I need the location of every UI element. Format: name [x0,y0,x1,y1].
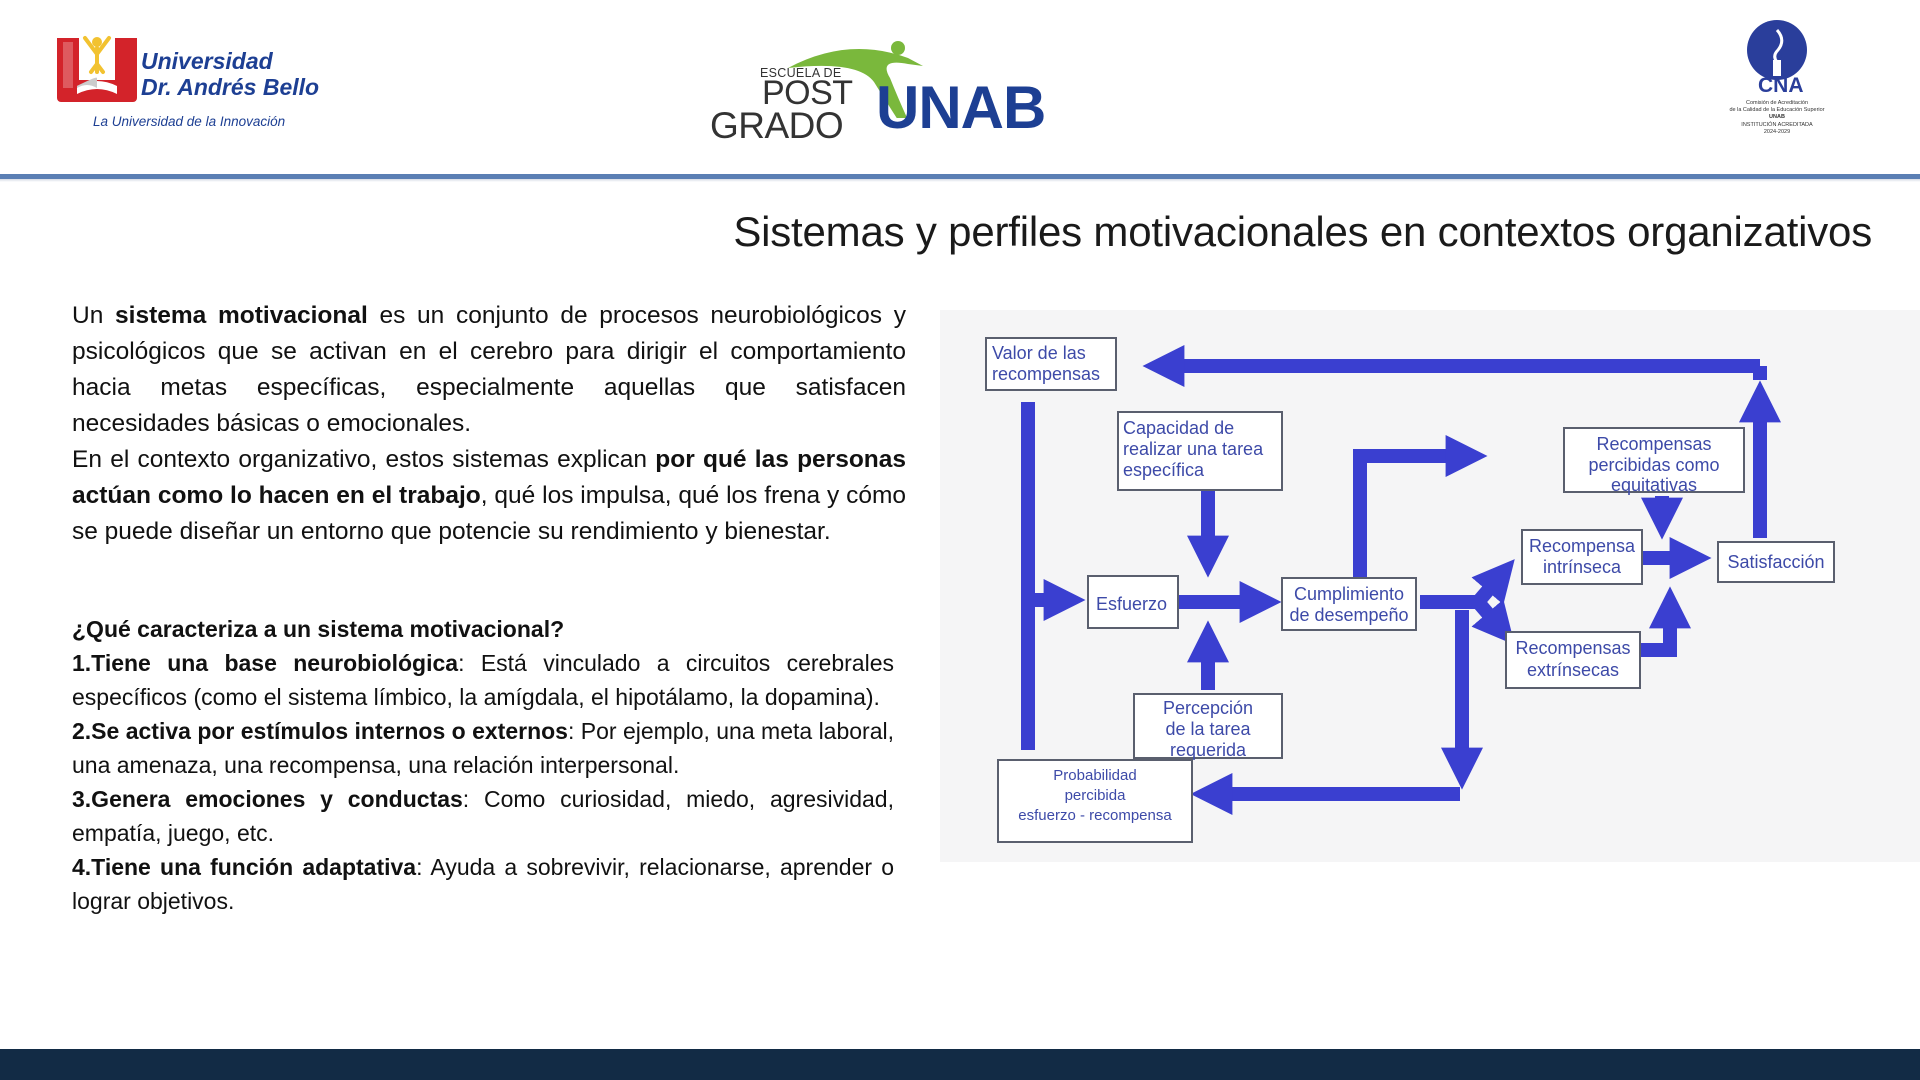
cna-acronym: CNA [1758,74,1804,97]
box-probabilidad [997,759,1193,843]
escuela-de-label: ESCUELA DE [760,66,842,80]
university-tagline: La Universidad de la Innovación [93,114,286,129]
label-valor-1: Valor de las [992,343,1086,363]
box-intrinseca [1521,529,1643,585]
feature-item-1-text: : Está vinculado a circuitos cerebrales … [72,650,894,710]
feature-item-2-text: : Por ejemplo, una meta laboral, una ame… [72,718,894,778]
box-cumplimiento [1281,577,1417,631]
feature-item-4-text: : Ayuda a sobrevivir, relacionarse, apre… [72,854,894,914]
cna-accreditation-logo: CNA Comisión de Acreditación de la Calid… [1712,16,1842,146]
cna-subtitle-3: UNAB [1769,114,1785,120]
intro-text: Un sistema motivacional es un conjunto d… [72,298,906,550]
intro-paragraph-2: En el contexto organizativo, estos siste… [72,442,906,550]
feature-item-2-bold: 2.Se activa por estímulos internos o ext… [72,718,568,744]
box-capacidad [1117,411,1283,491]
unab-wordmark: UNAB [876,74,1046,141]
label-percepcion-3: requerida [1170,740,1247,760]
label-esfuerzo: Esfuerzo [1096,594,1167,614]
running-figure-icon [788,41,923,118]
intro-p2-bold: por qué las personas actúan como lo hace… [72,446,907,509]
slide-footer-bar [0,1049,1920,1080]
label-equitativas-3: equitativas [1611,475,1697,495]
feature-item-1: 1.Tiene una base neurobiológica: Está vi… [72,646,894,714]
feature-item-3: 3.Genera emociones y conductas: Como cur… [72,782,894,850]
label-capacidad-2: realizar una tarea [1123,439,1264,459]
label-extrinsecas-2: extrínsecas [1527,660,1619,680]
label-capacidad-3: específica [1123,460,1205,480]
feature-item-4: 4.Tiene una función adaptativa: Ayuda a … [72,850,894,918]
label-intrinseca-2: intrínseca [1543,557,1622,577]
university-name-line2: Dr. Andrés Bello [141,74,320,100]
feature-item-1-bold: 1.Tiene una base neurobiológica [72,650,459,676]
intro-p2-post: , qué los impulsa, qué los frena y cómo … [72,482,907,545]
intro-paragraph-1: Un sistema motivacional es un conjunto d… [72,298,906,442]
box-esfuerzo [1087,575,1179,629]
cna-subtitle-4: INSTITUCIÓN ACREDITADA [1741,122,1813,128]
slide-title: Sistemas y perfiles motivacionales en co… [733,208,1872,255]
cna-torch-icon [1747,20,1807,80]
label-intrinseca-1: Recompensa [1529,536,1636,556]
box-extrinsecas [1505,631,1641,689]
label-percepcion-1: Percepción [1163,698,1253,718]
label-extrinsecas-1: Recompensas [1515,638,1630,658]
intro-p1-bold: sistema motivacional [115,302,368,329]
post-label: POST [762,74,853,112]
features-list: ¿Qué caracteriza a un sistema motivacion… [72,612,894,918]
label-equitativas-1: Recompensas [1596,434,1711,454]
label-cumplimiento-2: de desempeño [1289,605,1408,625]
intro-p1-post: es un conjunto de procesos neurobiológic… [72,302,906,437]
feature-item-3-text: : Como curiosidad, miedo, agresividad, e… [72,786,894,846]
label-cumplimiento-1: Cumplimiento [1294,584,1404,604]
feature-item-4-bold: 4.Tiene una función adaptativa [72,854,417,880]
motivation-flow-diagram: Valor de las recompensas Capacidad de re… [940,310,1920,862]
cna-subtitle-1: Comisión de Acreditación [1745,100,1809,106]
diagram-arrows [1021,345,1781,815]
arrow-performance-to-equity [1353,435,1488,580]
box-equitativas [1563,427,1745,493]
unab-shield-icon [57,36,137,102]
universidad-andres-bello-logo: Universidad Dr. Andrés Bello La Universi… [55,28,355,138]
box-satisfaccion [1717,541,1835,583]
arrow-to-intrinsic [1471,559,1515,607]
features-question: ¿Qué caracteriza a un sistema motivacion… [72,616,565,642]
grado-label: GRADO [710,105,844,146]
label-percepcion-2: de la tarea [1165,719,1251,739]
cna-subtitle-2: de la Calidad de la Educación Superior [1729,107,1825,113]
feature-item-3-bold: 3.Genera emociones y conductas [72,786,463,812]
box-valor-recompensas [985,337,1117,391]
escuela-postgrado-logo: ESCUELA DE POST GRADO UNAB [708,38,1058,148]
header-divider [0,174,1920,179]
label-probabilidad-3: esfuerzo - recompensa [1018,807,1172,824]
slide-header: Universidad Dr. Andrés Bello La Universi… [0,0,1920,176]
box-percepcion [1133,693,1283,759]
label-equitativas-2: percibidas como [1588,455,1719,475]
label-probabilidad-2: percibida [1065,787,1127,804]
intro-p1-pre: Un [72,302,116,329]
header-divider-shadow [0,179,1920,182]
diagram-boxes [985,337,1835,843]
diagram-canvas: Valor de las recompensas Capacidad de re… [985,337,1835,843]
university-name-line1: Universidad [141,48,273,74]
cna-subtitle-5: 2024-2029 [1763,129,1791,135]
arrow-to-extrinsic [1471,597,1515,645]
label-valor-2: recompensas [992,364,1100,384]
label-capacidad-1: Capacidad de [1123,418,1234,438]
intro-p2-pre: En el contexto organizativo, estos siste… [72,446,656,473]
arrow-extrinsic-up [1640,586,1691,657]
diagram-labels: Valor de las recompensas Capacidad de re… [992,343,1825,824]
label-probabilidad-1: Probabilidad [1053,767,1136,784]
university-name: Universidad Dr. Andrés Bello [141,48,319,100]
feature-item-2: 2.Se activa por estímulos internos o ext… [72,714,894,782]
label-satisfaccion: Satisfacción [1727,552,1824,572]
